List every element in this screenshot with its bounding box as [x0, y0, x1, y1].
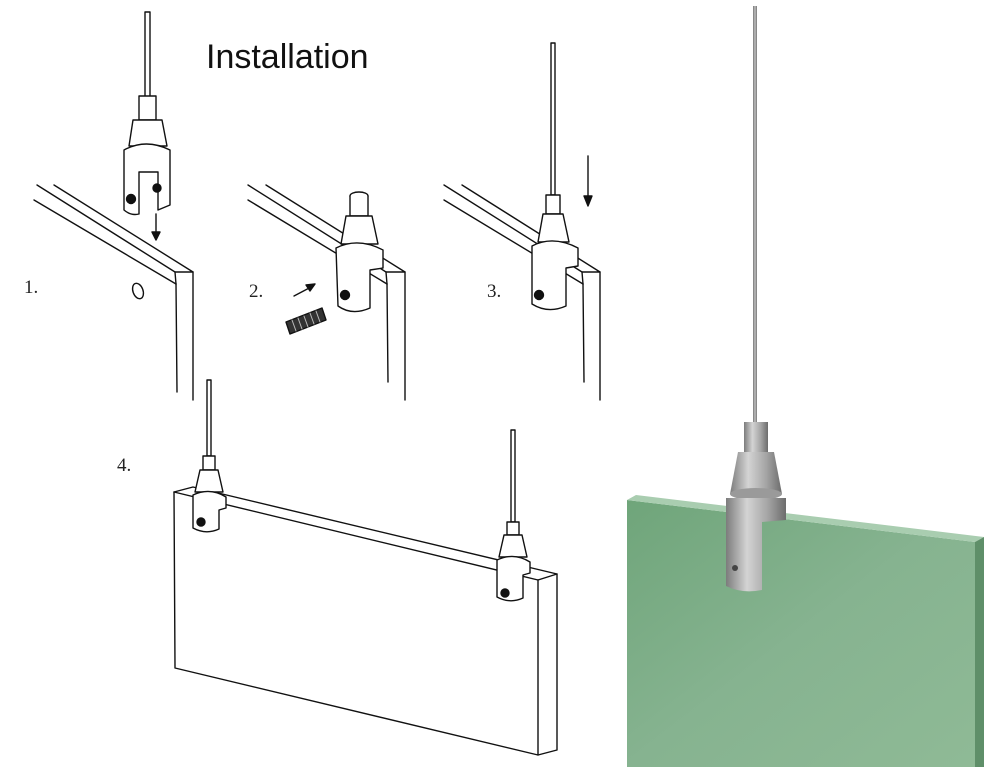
step-1-panel	[33, 184, 194, 401]
step-2-panel	[247, 184, 406, 401]
step-label-4: 4.	[117, 455, 132, 476]
step-3-panel	[443, 184, 601, 401]
step-4-right-gripper	[496, 429, 531, 602]
step-label-3: 3.	[487, 281, 502, 302]
cable-icon	[753, 6, 757, 422]
gripper-icon	[726, 422, 786, 592]
page-title: Installation	[206, 38, 369, 76]
step-1-gripper	[123, 11, 171, 241]
step-2-gripper	[293, 191, 384, 313]
rendered-photo	[627, 0, 984, 767]
green-panel	[627, 495, 984, 767]
step-4-left-gripper	[192, 379, 227, 533]
step-4-panel	[173, 486, 558, 756]
step-3-gripper	[531, 42, 593, 311]
step-label-1: 1.	[24, 277, 39, 298]
step-label-2: 2.	[249, 281, 264, 302]
set-screw-icon	[285, 307, 327, 335]
